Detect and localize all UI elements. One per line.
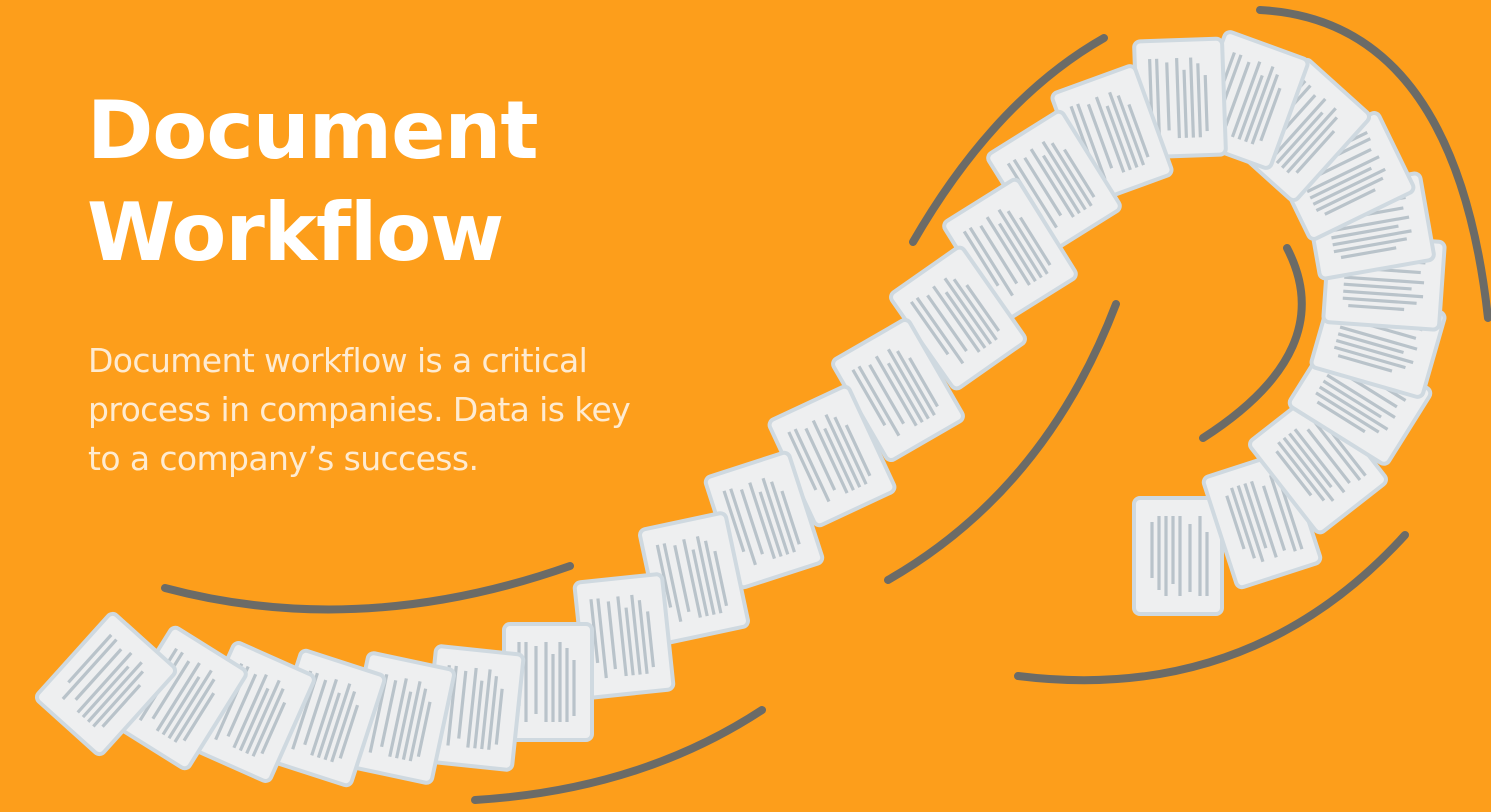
motion-swoosh-icon	[884, 300, 1120, 584]
motion-swoosh-icon	[1014, 531, 1409, 685]
page-title: Document Workflow	[87, 80, 539, 284]
title-line-2: Workflow	[87, 186, 504, 279]
motion-swoosh-icon	[1256, 6, 1491, 322]
description-line-1: Document workflow is a critical	[88, 341, 588, 380]
description-line-3: to a company’s success.	[88, 439, 479, 478]
motion-swoosh-icon	[471, 706, 766, 804]
motion-swoosh-icon	[161, 562, 574, 614]
title-line-1: Document	[87, 84, 539, 177]
description-line-2: process in companies. Data is key	[88, 390, 631, 429]
document-icon	[1132, 496, 1224, 616]
hero-description: Document workflow is a critical process …	[88, 336, 728, 483]
motion-swoosh-icon	[1199, 244, 1306, 442]
motion-swoosh-icon	[909, 34, 1108, 246]
